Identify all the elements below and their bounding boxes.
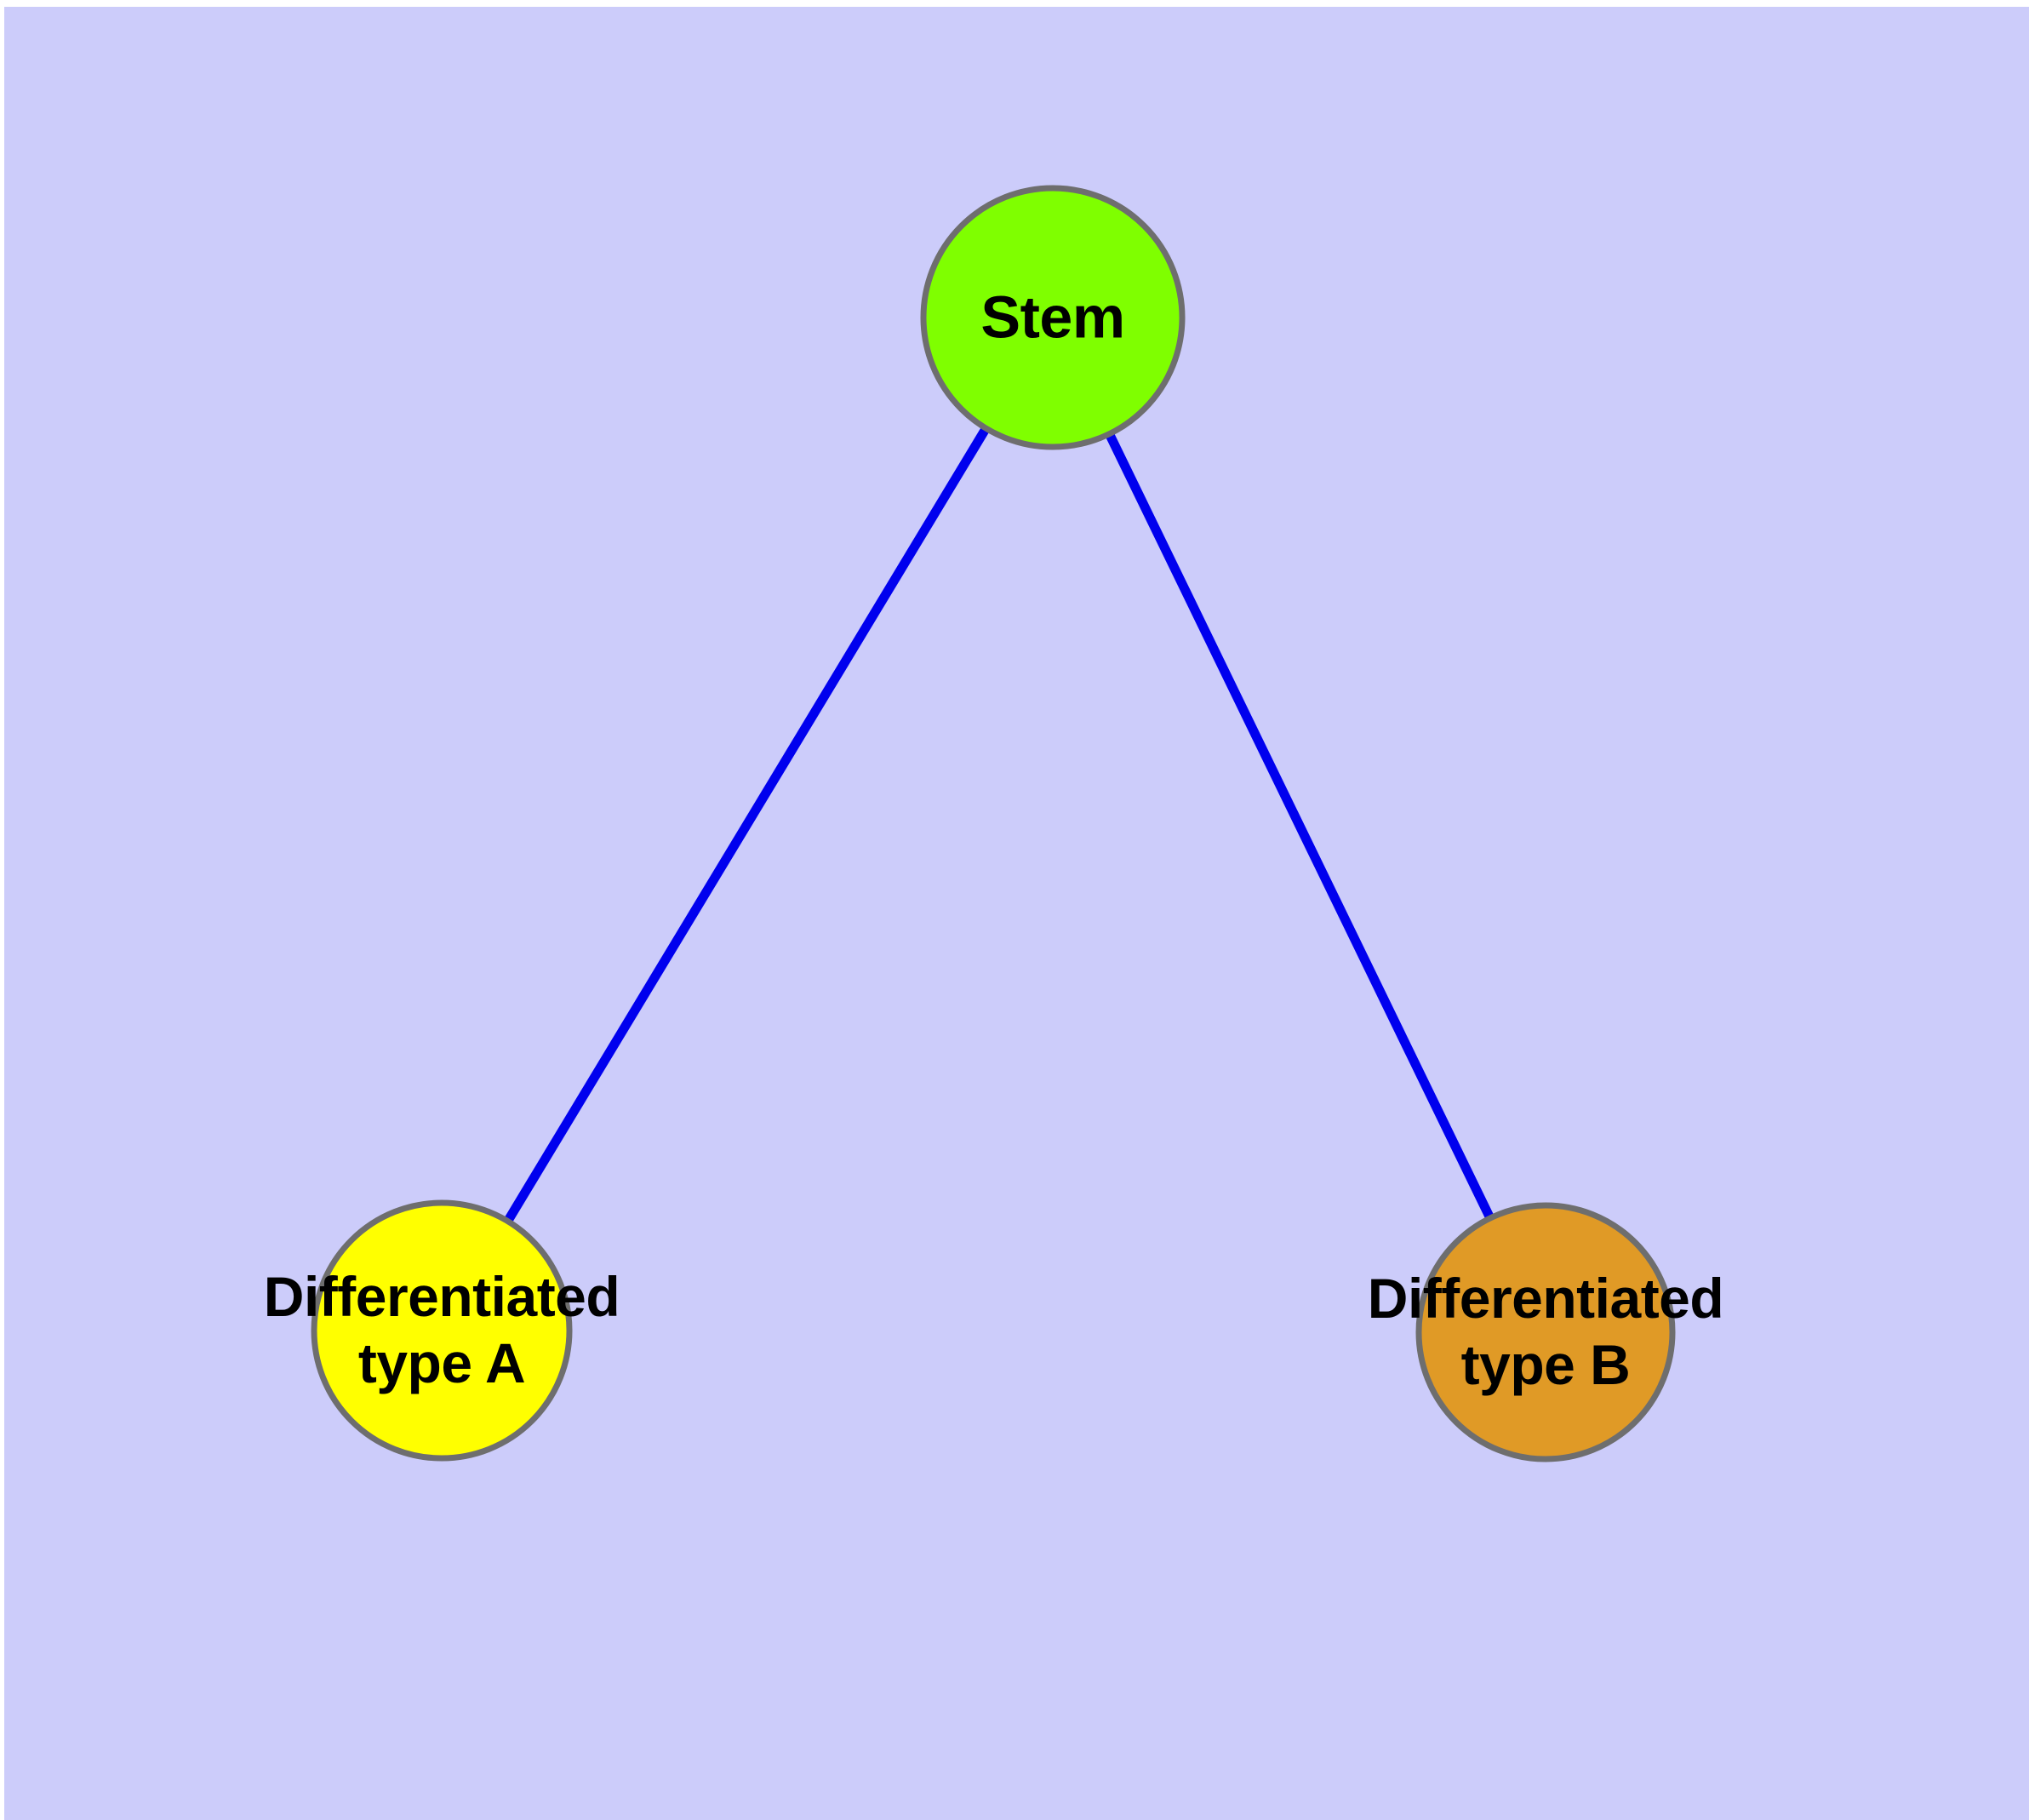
graph-node-diff_b[interactable] [1415,1202,1676,1462]
graph-edge-stem-diff_a [502,424,992,1226]
edge-layer [502,424,1495,1226]
graph-edge-stem-diff_b [1104,430,1495,1222]
graph-svg [311,185,1676,1462]
node-layer [311,185,1676,1462]
graph-node-diff_a[interactable] [311,1199,573,1462]
graph-node-stem[interactable] [920,185,1186,450]
